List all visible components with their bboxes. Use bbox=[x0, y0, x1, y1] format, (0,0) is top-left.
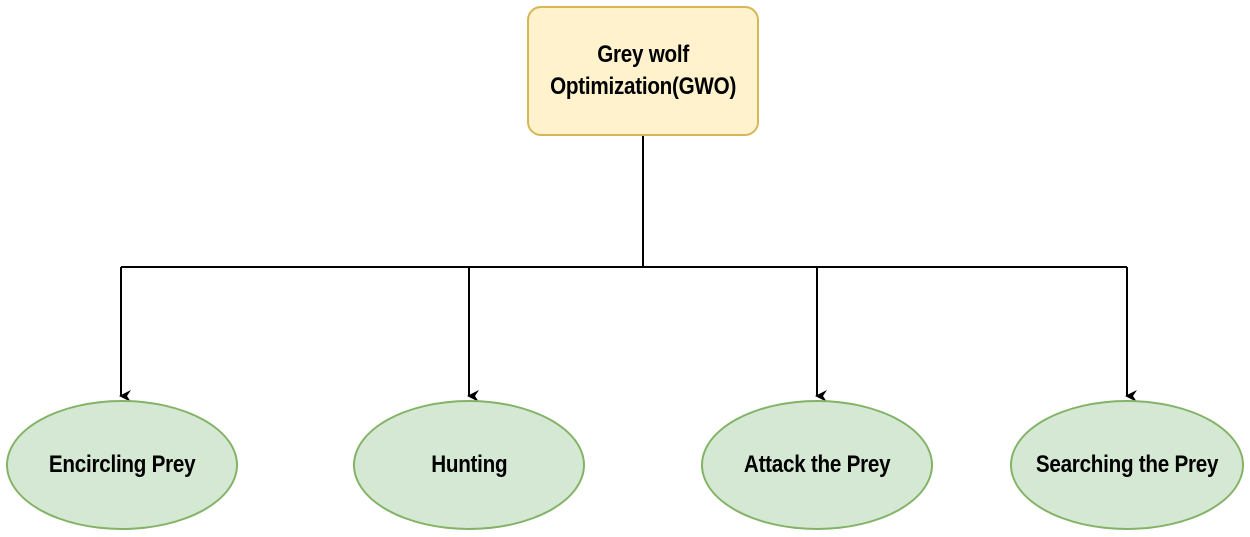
node-attack-the-prey: Attack the Prey bbox=[701, 400, 933, 530]
root-label-line-1: Grey wolf bbox=[597, 41, 689, 68]
node-encircling-prey-label: Encircling Prey bbox=[48, 451, 196, 478]
root-label-line-2: Optimization(GWO) bbox=[550, 73, 736, 100]
node-hunting-label: Hunting bbox=[430, 451, 508, 478]
node-searching-the-prey: Searching the Prey bbox=[1010, 400, 1244, 530]
node-encircling-prey: Encircling Prey bbox=[6, 400, 238, 530]
node-attack-the-prey-label: Attack the Prey bbox=[743, 451, 891, 478]
node-hunting: Hunting bbox=[353, 400, 585, 530]
root-node-gwo: Grey wolf Optimization(GWO) bbox=[527, 6, 759, 136]
node-searching-the-prey-label: Searching the Prey bbox=[1035, 451, 1219, 478]
root-node-label: Grey wolf Optimization(GWO) bbox=[550, 39, 736, 103]
